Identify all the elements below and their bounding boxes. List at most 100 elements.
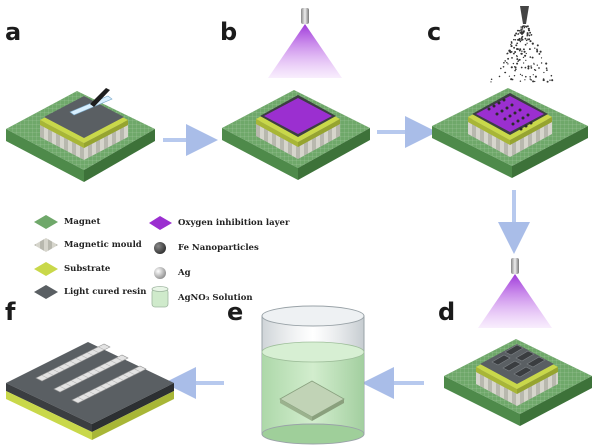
legend-label-fe: Fe Nanoparticles [178, 243, 259, 253]
spray-particle [519, 48, 522, 51]
spray-particle [532, 80, 535, 83]
legend-substrate-swatch [34, 262, 58, 276]
uv-lamp-icon [301, 8, 309, 24]
panel-d-device [444, 258, 592, 426]
mesh-line [94, 388, 101, 392]
spray-particle [520, 52, 523, 55]
spray-particle [515, 44, 518, 47]
mesh-line [47, 372, 54, 376]
mesh-line [111, 379, 118, 384]
legend-label-magnet: Magnet [64, 217, 101, 227]
spray-particle [533, 69, 536, 71]
spray-particle [531, 56, 534, 59]
spray-particle [522, 62, 525, 64]
spray-particle [526, 35, 528, 37]
spray-particle [549, 79, 551, 81]
spray-particle [551, 79, 554, 82]
mesh-line [134, 368, 141, 373]
mesh-line [71, 399, 79, 404]
mesh-line [105, 382, 113, 387]
mesh-line [88, 391, 96, 395]
spray-particle [521, 74, 523, 77]
spray-particle [516, 48, 519, 51]
spray-particle [529, 56, 532, 58]
legend-magnet-swatch [34, 215, 58, 229]
spray-particle [490, 81, 492, 83]
mesh-line [35, 377, 43, 382]
spray-particle [530, 33, 533, 36]
spray-particle [520, 66, 523, 69]
spray-particle [526, 25, 529, 28]
spray-particle [543, 71, 545, 74]
spray-particle [521, 50, 523, 52]
spray-particle [534, 75, 537, 78]
spray-particle [516, 62, 519, 65]
spray-particle [523, 50, 526, 53]
spray-particle [525, 52, 527, 55]
spray-particle [540, 57, 543, 59]
mesh-line [41, 374, 48, 379]
mesh-line [116, 357, 123, 362]
spray-particle [510, 51, 513, 53]
mesh-line [87, 371, 95, 376]
spray-particle [546, 80, 549, 83]
spray-particle [545, 67, 548, 70]
spray-particle [524, 54, 527, 57]
legend-label-ag: Ag [178, 268, 191, 278]
spray-particle [532, 74, 534, 76]
spray-particle [534, 47, 536, 49]
mesh-line [117, 377, 124, 381]
spray-particle [528, 29, 531, 32]
spray-particle [536, 48, 538, 51]
panel-label-a: a [5, 18, 22, 46]
mesh-line [128, 371, 135, 375]
spray-particle [506, 52, 509, 55]
spray-particle [529, 40, 532, 43]
spray-particle [519, 40, 522, 43]
mesh-line [59, 385, 66, 390]
spray-particle [527, 27, 530, 30]
mesh-line [86, 352, 94, 356]
spray-particle [542, 79, 545, 82]
mesh-line [82, 374, 89, 379]
mesh-line [98, 346, 105, 351]
spray-particle [517, 33, 519, 35]
spray-particle [510, 66, 513, 69]
legend-oxygen-swatch [149, 216, 172, 230]
spray-particle [530, 65, 532, 67]
spray-particle [513, 46, 516, 49]
mesh-line [81, 355, 88, 359]
spray-particle [529, 31, 532, 34]
spray-particle [508, 49, 511, 52]
spray-particle [519, 73, 522, 76]
spray-particle [527, 65, 530, 68]
spray-particle [533, 62, 535, 64]
spray-particle [530, 67, 533, 69]
spray-particle [504, 60, 507, 62]
mesh-line [64, 363, 71, 368]
spray-particle [523, 26, 526, 29]
panel-label-b: b [220, 18, 238, 46]
spray-particle [516, 54, 518, 57]
fe-nanoparticle-rows [487, 98, 533, 131]
spray-particle [524, 43, 527, 46]
spray-particle [522, 48, 525, 51]
legend-fe-icon [154, 242, 166, 254]
spray-particle [508, 75, 511, 77]
legend-label-solution: AgNO₃ Solution [178, 293, 253, 303]
uv-light-icon [268, 24, 342, 78]
spray-particle [510, 43, 512, 46]
legend-solution-icon [151, 286, 169, 308]
spray-particle [534, 80, 536, 83]
spray-particle [539, 50, 542, 53]
spray-particle [526, 32, 529, 35]
spray-particle [521, 28, 524, 30]
panel-label-e: e [227, 298, 244, 326]
mesh-line [83, 394, 90, 398]
spray-particle [525, 39, 528, 42]
silver-mesh-stripes [35, 343, 147, 404]
legend-label-oxygen: Oxygen inhibition layer [178, 218, 290, 228]
legend-label-resin: Light cured resin [64, 287, 147, 297]
